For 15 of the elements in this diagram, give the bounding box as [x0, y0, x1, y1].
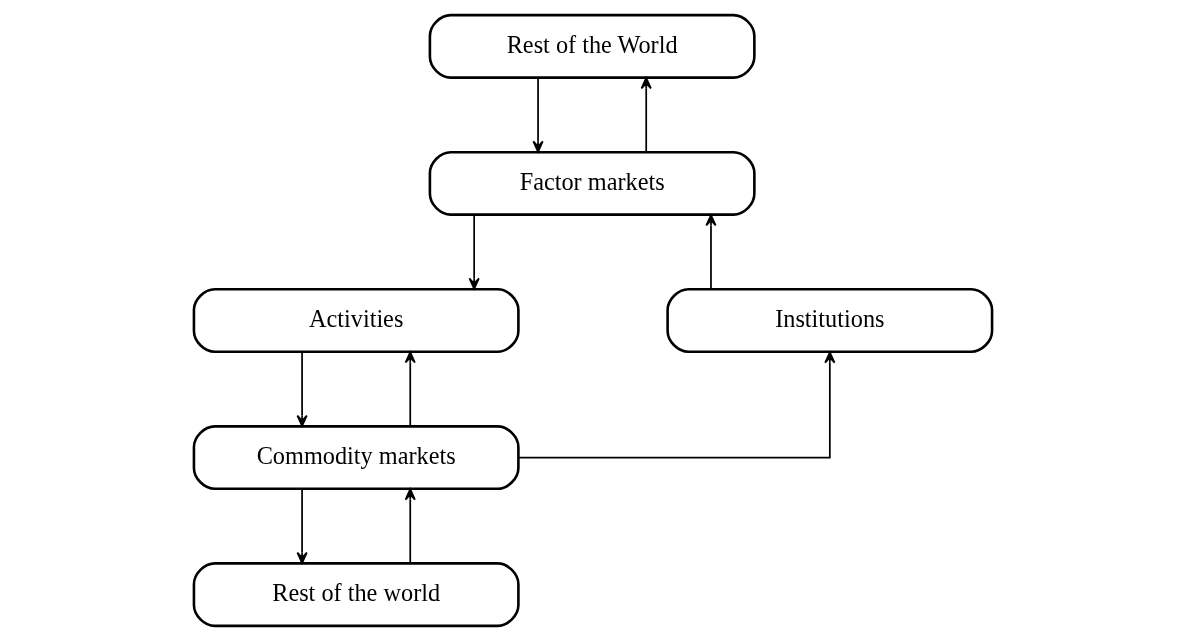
node-box: Rest of the world	[192, 562, 520, 628]
node-box: Commodity markets	[192, 425, 520, 491]
node-box: Rest of the World	[428, 13, 756, 79]
arrow	[517, 351, 835, 459]
node-box: Institutions	[665, 287, 993, 354]
arrow	[640, 77, 652, 153]
arrow	[532, 77, 544, 153]
arrow	[704, 214, 717, 290]
node-box: Factor markets	[428, 150, 756, 216]
arrow	[404, 488, 416, 564]
arrow	[404, 351, 416, 427]
node-box: Activities	[192, 287, 520, 354]
arrow	[296, 488, 308, 564]
arrow	[468, 214, 480, 290]
arrow	[296, 351, 308, 427]
